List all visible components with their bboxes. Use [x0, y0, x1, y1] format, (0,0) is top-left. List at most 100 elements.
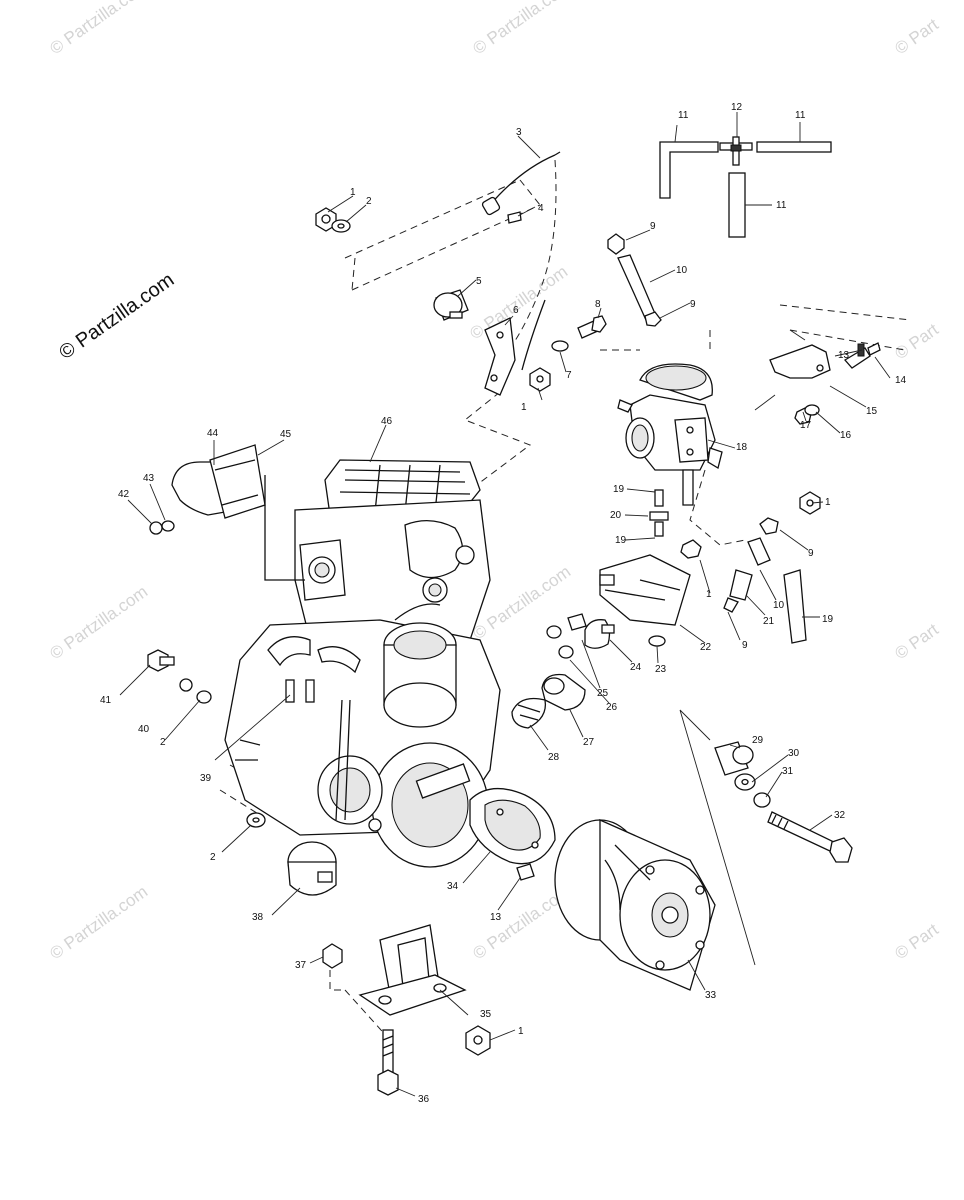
gasket-screw[interactable] — [516, 863, 535, 881]
callout-13-b: 13 — [490, 912, 502, 923]
fuel-line-right[interactable] — [747, 537, 771, 566]
callout-1: 1 — [350, 187, 356, 198]
vent-hose-vertical[interactable] — [728, 172, 746, 238]
callout-39: 39 — [200, 773, 212, 784]
left-hardware — [147, 649, 266, 828]
stator-cover[interactable] — [371, 742, 489, 868]
hose-clamp-top[interactable] — [607, 233, 625, 255]
hose-clamp-right[interactable] — [759, 517, 779, 535]
callout-32: 32 — [834, 810, 846, 821]
callout-19-c: 19 — [615, 535, 627, 546]
fuel-line-short[interactable] — [654, 489, 664, 507]
callout-5: 5 — [476, 276, 482, 287]
damper-mount[interactable] — [584, 619, 611, 649]
callout-18: 18 — [736, 442, 748, 453]
fuel-line-long[interactable] — [783, 569, 807, 644]
engine-assembly[interactable] — [224, 459, 501, 868]
callout-37: 37 — [295, 960, 307, 971]
hex-nut-bracket[interactable] — [680, 539, 702, 559]
callout-9-c: 9 — [808, 548, 814, 559]
washer-bracket-b[interactable] — [558, 645, 574, 659]
hose-clamp-large[interactable] — [511, 697, 547, 729]
callout-10: 10 — [676, 265, 688, 276]
callout-35: 35 — [480, 1009, 492, 1020]
callout-45: 45 — [280, 429, 292, 440]
clutch-bolt[interactable] — [767, 811, 853, 863]
watermark-text: © Part — [891, 920, 942, 963]
watermark-text: © Partzilla.com — [46, 582, 151, 663]
upper-mount-hardware — [315, 207, 351, 233]
sealing-washer-b[interactable] — [196, 690, 212, 704]
watermark-text: © Part — [891, 320, 942, 363]
callout-4: 4 — [538, 203, 544, 214]
callout-30: 30 — [788, 748, 800, 759]
vent-hose-straight[interactable] — [756, 141, 832, 153]
rubber-isolator[interactable] — [287, 841, 337, 896]
airbox-bracket-group — [511, 539, 702, 729]
clutch-bolt-stack — [679, 709, 853, 966]
callout-2-c: 2 — [210, 852, 216, 863]
callout-9: 9 — [650, 221, 656, 232]
callout-21: 21 — [763, 616, 775, 627]
callout-16: 16 — [840, 430, 852, 441]
callout-43: 43 — [143, 473, 155, 484]
callout-9-d: 9 — [742, 640, 748, 651]
bracket-washer[interactable] — [546, 625, 562, 639]
carburetor-group — [607, 233, 723, 506]
sealing-washer[interactable] — [179, 678, 193, 692]
drive-gasket[interactable] — [469, 788, 556, 865]
fuel-line-upper[interactable] — [617, 254, 657, 321]
clamp-screw[interactable] — [507, 211, 522, 224]
mount-bracket-lower[interactable] — [358, 924, 467, 1016]
callout-46: 46 — [381, 416, 393, 427]
callout-17: 17 — [800, 420, 812, 431]
fuel-valve-group — [754, 329, 881, 425]
mount-bracket[interactable] — [484, 317, 516, 396]
callout-8: 8 — [595, 299, 601, 310]
callout-28: 28 — [548, 752, 560, 763]
callout-1-d: 1 — [706, 589, 712, 600]
vent-tee-fitting[interactable] — [719, 136, 753, 166]
watermark-text: © Partzilla.com — [469, 0, 574, 58]
carburetor[interactable] — [617, 363, 723, 506]
bracket-screw[interactable] — [567, 613, 587, 631]
callout-22: 22 — [700, 642, 712, 653]
watermark-text: © Partzilla.com — [46, 882, 151, 963]
inline-filter[interactable] — [729, 569, 753, 601]
grommet[interactable] — [648, 635, 666, 647]
callout-11-b: 11 — [776, 200, 787, 211]
callout-3: 3 — [516, 127, 522, 138]
callout-24: 24 — [630, 662, 642, 673]
callout-13: 13 — [838, 350, 850, 361]
drive-clutch[interactable] — [554, 818, 716, 991]
airbox-bracket[interactable] — [599, 554, 691, 626]
throttle-cable-group — [481, 151, 561, 371]
vent-hose-elbow[interactable] — [659, 141, 719, 199]
callout-31: 31 — [782, 766, 794, 777]
washer-valve[interactable] — [804, 404, 820, 416]
hose-clamp-mid[interactable] — [644, 311, 662, 327]
washer-bracket[interactable] — [551, 340, 569, 352]
callout-1-c: 1 — [825, 497, 831, 508]
callout-7: 7 — [566, 370, 572, 381]
callout-26: 26 — [606, 702, 618, 713]
engine-mount-upper — [433, 289, 607, 396]
mount-bolt[interactable] — [377, 1029, 399, 1096]
fuel-valve-bracket[interactable] — [769, 344, 831, 379]
fuel-line-group — [649, 489, 821, 644]
watermark-text: © Partzilla.com — [466, 262, 571, 343]
oil-filter[interactable] — [383, 622, 457, 728]
leader-lines — [119, 112, 891, 1097]
callout-38: 38 — [252, 912, 264, 923]
callout-41: 41 — [100, 695, 112, 706]
cable-clamp[interactable] — [481, 196, 501, 216]
callout-2-b: 2 — [160, 737, 166, 748]
watermark-text: © Part — [891, 15, 942, 58]
fuel-filter[interactable] — [649, 511, 669, 521]
exhaust-port[interactable] — [404, 520, 464, 579]
callout-11-c: 11 — [795, 110, 806, 121]
callout-27: 27 — [583, 737, 595, 748]
mount-nut[interactable] — [322, 943, 343, 969]
banjo-bolt[interactable] — [147, 649, 175, 672]
